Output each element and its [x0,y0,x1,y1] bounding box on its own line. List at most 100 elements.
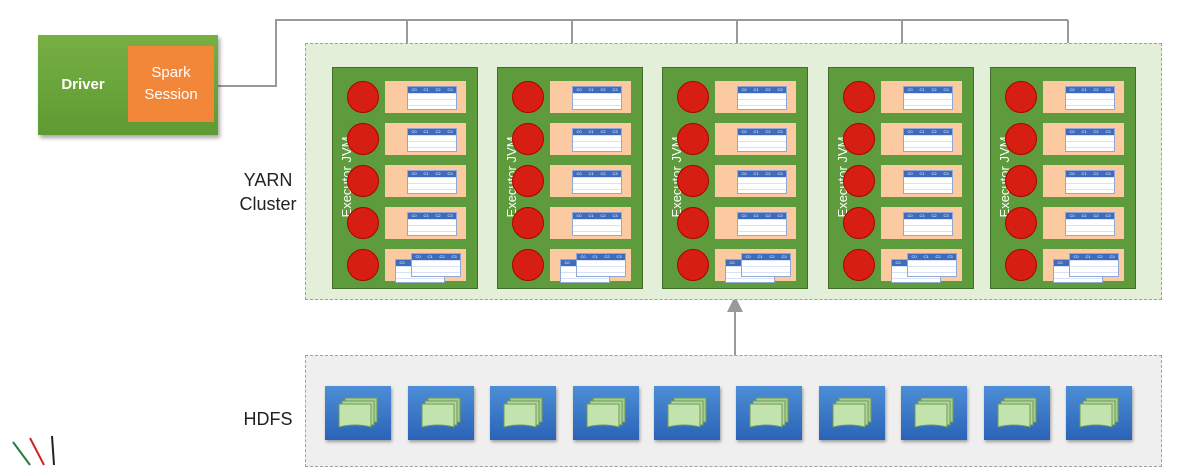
partition-column-header: C0 [576,87,582,92]
partition-column-header: C1 [919,213,925,218]
partition-column-header: C2 [600,171,606,176]
cluster-label: YARN Cluster [228,168,308,216]
partition-row [738,93,786,99]
hdfs-block [325,386,391,440]
partition-row [412,266,460,272]
partition-column-header: C3 [943,171,949,176]
partition-column-header: C3 [943,129,949,134]
task-slot [677,165,709,197]
driver-node: Driver Spark Session [38,35,218,135]
partition-column-header: C1 [1081,213,1087,218]
partition-column-header: C0 [1057,260,1063,265]
partition-column-header: C1 [588,213,594,218]
database-icon [421,397,461,428]
partition-column-header: C1 [1081,87,1087,92]
partition-column-header: C1 [757,254,763,259]
database-icon [338,397,378,428]
spark-session-label-line1: Spark [151,64,191,81]
partition-row [908,260,956,266]
partition-row [904,225,952,231]
partition-column-header: C1 [588,129,594,134]
driver-label: Driver [61,76,105,93]
partition-column-header: C1 [923,254,929,259]
partition-column-header: C2 [435,129,441,134]
task-slot [347,123,379,155]
partition-row [904,177,952,183]
partition-row [408,141,456,147]
database-icon [914,397,954,428]
spark-session-label-line2: Session [144,86,198,103]
partition-column-header: C2 [600,213,606,218]
partition-column-header: C0 [911,254,917,259]
partition-row [738,147,786,153]
partition-row [1066,225,1114,231]
partition-row [1054,278,1102,284]
partition-row [904,231,952,237]
partition-row [573,177,621,183]
task-slot [347,81,379,113]
partition-column-header: C0 [745,254,751,259]
partition-column-header: C0 [399,260,405,265]
database-icon [586,397,626,428]
partition-row [1066,135,1114,141]
partition-row [1066,105,1114,111]
partition-row [573,105,621,111]
partition-column-header: C3 [612,87,618,92]
task-slot [347,249,379,281]
database-icon [749,397,789,428]
partition-row [573,147,621,153]
partition-column-header: C2 [1093,87,1099,92]
partition-column-header: C3 [612,213,618,218]
task-slot [677,249,709,281]
partition-column-header: C1 [423,87,429,92]
partition-row [892,278,940,284]
partition-column-header: C2 [765,213,771,218]
partition-column-header: C1 [753,129,759,134]
partition-row [738,99,786,105]
partition-column-header: C3 [943,213,949,218]
task-slot [347,165,379,197]
partition-column-header: C2 [931,171,937,176]
partition-column-header: C2 [600,129,606,134]
partition-column-header: C2 [1093,129,1099,134]
partition-row [408,99,456,105]
partition-column-header: C1 [1081,129,1087,134]
partition-row [904,183,952,189]
partition-row [396,278,444,284]
partition-row [573,219,621,225]
partition-column-header: C3 [612,171,618,176]
partition-column-header: C1 [919,87,925,92]
partition-row [904,99,952,105]
partition-column-header: C1 [1085,254,1091,259]
partition-column-header: C3 [947,254,953,259]
task-slot [1005,249,1037,281]
partition-column-header: C2 [931,129,937,134]
partition-column-header: C3 [781,254,787,259]
partition-column-header: C1 [919,171,925,176]
partition-row [408,93,456,99]
partition-row [1070,260,1118,266]
partition-row [738,141,786,147]
